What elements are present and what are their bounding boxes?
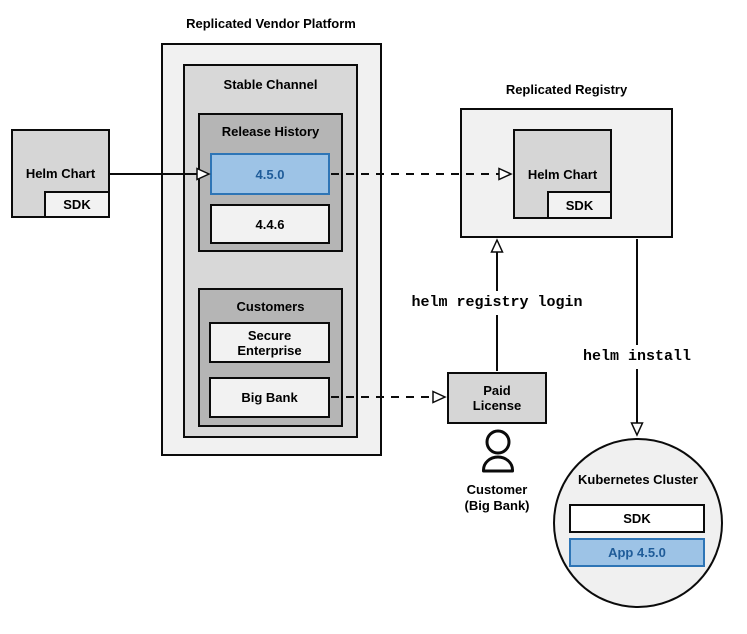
release-version-label: 4.4.6	[255, 216, 285, 232]
helm-chart-source-label: Helm Chart	[25, 166, 96, 181]
sdk-label: SDK	[63, 197, 91, 212]
stable-channel-label: Stable Channel	[223, 77, 318, 92]
arrow-registry-to-cluster	[630, 239, 644, 437]
release-version-box-450: 4.5.0	[210, 153, 330, 195]
registry-title: Replicated Registry	[505, 82, 628, 97]
sdk-label: SDK	[623, 511, 651, 526]
paid-license-label: Paid License	[472, 383, 522, 413]
cmd-helm-install: helm install	[567, 345, 707, 369]
release-version-label: 4.5.0	[255, 166, 285, 182]
release-history-label: Release History	[221, 124, 320, 139]
kubernetes-cluster-title: Kubernetes Cluster	[578, 472, 698, 487]
customer-name-label: Secure Enterprise	[237, 327, 302, 358]
cluster-app-label: App 4.5.0	[608, 545, 666, 560]
release-version-box-446: 4.4.6	[210, 204, 330, 244]
vendor-platform-title: Replicated Vendor Platform	[186, 16, 356, 31]
helm-chart-source-sdk-box: SDK	[44, 191, 110, 218]
registry-helm-chart-label: Helm Chart	[527, 166, 598, 182]
customers-label: Customers	[236, 299, 305, 314]
customer-big-bank-box: Big Bank	[209, 377, 330, 418]
person-icon	[482, 429, 514, 473]
customer-secure-enterprise-box: Secure Enterprise	[209, 322, 330, 363]
sdk-label: SDK	[565, 197, 594, 213]
cluster-app-box: App 4.5.0	[569, 538, 705, 567]
cmd-helm-registry-login: helm registry login	[397, 291, 597, 315]
customer-caption: Customer (Big Bank)	[464, 482, 530, 513]
paid-license-box: Paid License	[447, 372, 547, 424]
registry-sdk-box: SDK	[547, 191, 612, 219]
customer-name-label: Big Bank	[241, 390, 298, 405]
cluster-sdk-box: SDK	[569, 504, 705, 533]
